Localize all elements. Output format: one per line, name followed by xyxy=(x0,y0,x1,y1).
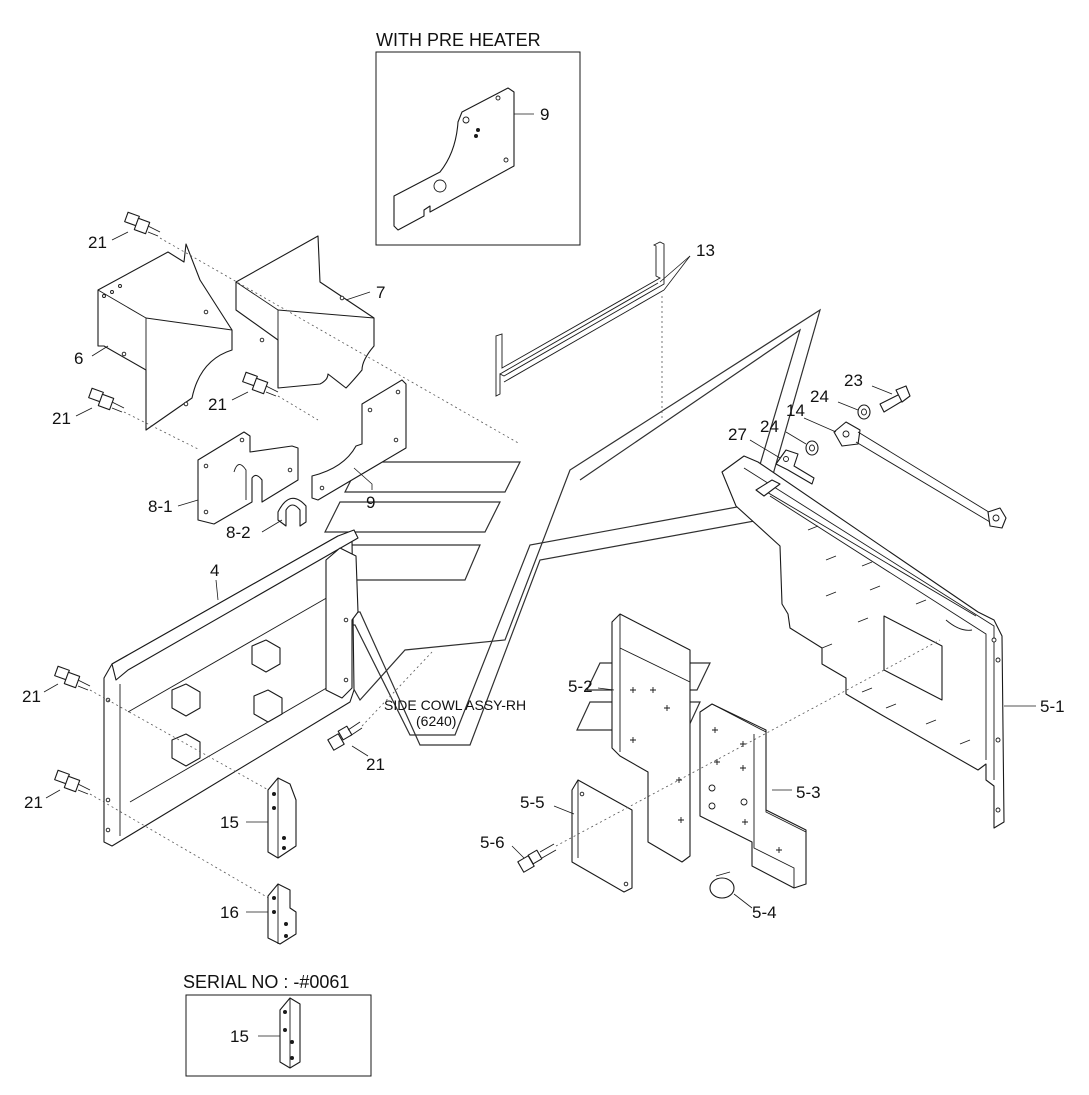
leader-5-5 xyxy=(553,805,575,815)
callout-21-f: 21 xyxy=(366,755,385,774)
part-5-1-cowl-panel xyxy=(721,455,1005,829)
part-5-3-block xyxy=(699,703,807,889)
part-9-plate xyxy=(311,379,407,501)
part-8-2-clip xyxy=(277,497,307,527)
callout-5-6: 5-6 xyxy=(480,833,505,852)
callout-23: 23 xyxy=(844,371,863,390)
callout-8-2: 8-2 xyxy=(226,523,251,542)
callout-8-1: 8-1 xyxy=(148,497,173,516)
assy-line-21-f xyxy=(361,651,433,727)
callout-5-2: 5-2 xyxy=(568,677,593,696)
part-5-4-plug xyxy=(709,871,735,899)
leader-23 xyxy=(871,385,893,395)
leader-13a xyxy=(659,255,691,283)
part-5-6-bolt xyxy=(517,843,557,873)
bolt-21-c xyxy=(242,371,279,397)
part-7-bracket xyxy=(235,235,375,389)
leader-21-d xyxy=(43,683,59,693)
callout-27: 27 xyxy=(728,425,747,444)
callout-21-b: 21 xyxy=(52,409,71,428)
leader-24-a xyxy=(837,401,859,411)
part-5-2-pad xyxy=(611,613,691,863)
callout-5-5: 5-5 xyxy=(520,793,545,812)
callout-4: 4 xyxy=(210,561,219,580)
leader-21-e xyxy=(45,789,61,799)
serial-title: SERIAL NO : -#0061 xyxy=(183,972,349,992)
part-5-5-plate xyxy=(571,779,633,893)
assy-line-21-e xyxy=(89,793,273,901)
bolt-21-e xyxy=(54,769,91,795)
part-24-washer-a xyxy=(857,404,871,420)
callout-6: 6 xyxy=(74,349,83,368)
callout-21-e: 21 xyxy=(24,793,43,812)
callout-24-b: 24 xyxy=(760,417,779,436)
callout-7: 7 xyxy=(376,283,385,302)
leader-24-b xyxy=(785,431,807,445)
part-16-bracket xyxy=(267,883,297,945)
callout-15-box: 15 xyxy=(230,1027,249,1046)
leader-5-2 xyxy=(597,687,615,691)
leader-8-2 xyxy=(261,519,283,533)
leader-14 xyxy=(803,417,837,433)
part-14-rod xyxy=(833,421,1007,529)
part-27-key xyxy=(775,449,815,485)
serial-box xyxy=(185,994,372,1077)
callout-24-a: 24 xyxy=(810,387,829,406)
callout-21-d: 21 xyxy=(22,687,41,706)
assy-line-21-b xyxy=(123,411,201,451)
callout-21-c: 21 xyxy=(208,395,227,414)
assy-line-21-c xyxy=(277,395,319,421)
leader-21-c xyxy=(231,391,249,401)
part-24-washer-b xyxy=(805,440,819,456)
watermark-logo xyxy=(309,308,822,746)
callout-5-1: 5-1 xyxy=(1040,697,1065,716)
part-9-pre-heater-plate xyxy=(393,87,515,231)
leader-21-f xyxy=(351,745,369,757)
leader-5-6 xyxy=(511,845,525,859)
callout-14: 14 xyxy=(786,401,805,420)
callout-9-box: 9 xyxy=(540,105,549,124)
part-15-bracket-serial xyxy=(279,997,301,1069)
callout-15: 15 xyxy=(220,813,239,832)
leader-5-4 xyxy=(733,893,753,909)
callout-9: 9 xyxy=(366,493,375,512)
leader-7 xyxy=(345,291,371,301)
leader-27 xyxy=(749,439,781,459)
assembly-note-line2: (6240) xyxy=(416,713,456,729)
leader-4 xyxy=(215,579,219,601)
assy-line-21-a xyxy=(159,237,521,445)
leader-21-a xyxy=(111,231,129,241)
callout-21-a: 21 xyxy=(88,233,107,252)
callout-13: 13 xyxy=(696,241,715,260)
bolt-21-b xyxy=(88,387,125,413)
callout-5-3: 5-3 xyxy=(796,783,821,802)
bolt-21-a xyxy=(124,211,161,237)
assembly-note-line1: SIDE COWL ASSY-RH xyxy=(384,697,526,713)
logo-swoosh xyxy=(309,308,822,746)
leader-13b xyxy=(663,255,691,291)
bolt-21-f xyxy=(327,721,363,751)
leader-9 xyxy=(353,467,373,490)
logo-inner xyxy=(330,328,802,736)
leader-21-b xyxy=(75,407,93,417)
part-13-rods xyxy=(495,241,665,397)
leader-6 xyxy=(91,345,109,357)
pre-heater-box xyxy=(375,51,581,246)
part-8-1-plate xyxy=(197,431,299,525)
logo-stripe-1 xyxy=(344,461,521,493)
part-15-bracket xyxy=(267,777,297,859)
part-23-pin xyxy=(879,385,911,413)
callout-16: 16 xyxy=(220,903,239,922)
leader-8-1 xyxy=(177,499,199,507)
bolt-21-d xyxy=(54,665,91,691)
pre-heater-title: WITH PRE HEATER xyxy=(376,30,541,50)
callout-5-4: 5-4 xyxy=(752,903,777,922)
part-6-bracket xyxy=(97,243,233,431)
logo-stripe-2 xyxy=(324,501,501,533)
part-4-side-panel xyxy=(103,529,359,847)
